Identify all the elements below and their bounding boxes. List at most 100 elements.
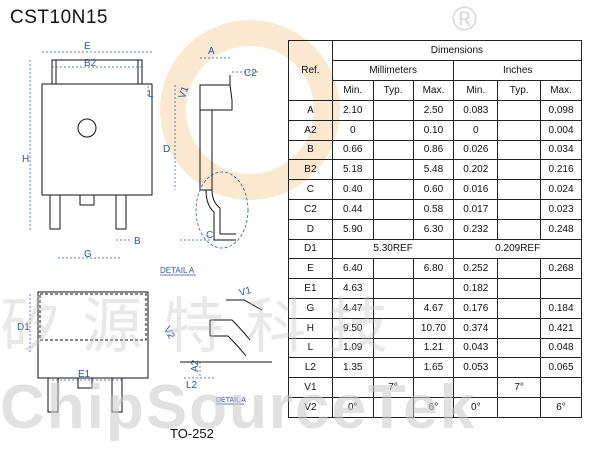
table-cell-ref: B2 — [288, 159, 333, 181]
part-number-title: CST10N15 — [10, 7, 108, 28]
table-cell: 0.232 — [453, 218, 499, 240]
label-E1: E1 — [78, 369, 91, 380]
table-cell — [497, 258, 542, 280]
header-millimeters: Millimeters — [331, 60, 455, 81]
label-D: D — [163, 144, 170, 155]
table-cell: 0° — [453, 396, 499, 418]
table-cell: 0.034 — [540, 139, 582, 161]
table-cell: 4.67 — [412, 297, 455, 319]
header-in-min: Min. — [453, 80, 499, 101]
header-in-typ: Typ. — [497, 80, 542, 101]
header-ref: Ref. — [288, 40, 333, 101]
header-mm-max: Max. — [412, 80, 455, 101]
table-cell-ref: D — [288, 218, 333, 240]
table-cell — [497, 179, 542, 200]
table-cell: 0.004 — [540, 119, 582, 141]
table-cell-ref: D1 — [288, 238, 333, 260]
table-cell: 5.48 — [412, 159, 455, 181]
label-B: B — [134, 236, 141, 247]
table-cell: 0.083 — [453, 100, 499, 121]
label-V2: V2 — [161, 325, 177, 341]
dimensions-table: Ref. Dimensions Millimeters Inches Min. … — [288, 40, 583, 418]
table-cell: 0.44 — [331, 198, 374, 220]
table-cell: 0.252 — [453, 258, 499, 280]
table-cell — [372, 198, 414, 220]
table-cell: 6.40 — [331, 258, 374, 280]
table-cell: 0.023 — [540, 198, 582, 220]
label-A: A — [208, 46, 215, 57]
table-cell-ref: C2 — [288, 198, 333, 220]
table-cell-ref: E — [288, 258, 333, 280]
registered-mark: ® — [452, 0, 478, 38]
table-cell: 0.216 — [540, 159, 582, 181]
table-cell — [372, 139, 414, 161]
table-cell — [372, 119, 414, 141]
detail-a-circle — [195, 171, 249, 249]
table-cell: 0.176 — [453, 297, 499, 319]
table-cell: 6.30 — [412, 218, 455, 240]
package-name-label: TO-252 — [170, 426, 214, 441]
label-L: L — [148, 89, 154, 100]
table-cell-ref: C — [288, 179, 333, 200]
table-cell: 0.098 — [540, 100, 582, 121]
label-detail-a-bottom: DETAIL A — [216, 397, 246, 404]
table-cell: 2.50 — [412, 100, 455, 121]
header-in-max: Max. — [540, 80, 582, 101]
table-cell: 0.10 — [412, 119, 455, 141]
label-G: G — [84, 249, 92, 260]
label-A2: A2 — [190, 359, 201, 372]
table-cell: 6° — [540, 396, 582, 418]
label-C2: C2 — [244, 68, 257, 79]
label-H: H — [22, 154, 29, 165]
table-cell: 0.053 — [453, 357, 499, 379]
label-V1-detail: V1 — [238, 285, 253, 299]
header-dimensions: Dimensions — [331, 40, 583, 61]
table-cell — [497, 198, 542, 220]
table-cell — [372, 218, 414, 240]
table-cell: 2.10 — [331, 100, 374, 121]
table-cell: 0.40 — [331, 179, 374, 200]
table-cell: 0° — [331, 396, 374, 418]
header-mm-typ: Typ. — [372, 80, 414, 101]
table-cell: 0.60 — [412, 179, 455, 200]
table-cell: 0.86 — [412, 139, 455, 161]
label-V1-top: V1 — [177, 84, 192, 100]
table-cell: 0.248 — [540, 218, 582, 240]
table-cell: 0.024 — [540, 179, 582, 200]
table-cell — [372, 258, 414, 280]
table-cell: 0.268 — [540, 258, 582, 280]
label-B2: B2 — [84, 58, 97, 69]
table-cell — [372, 100, 414, 121]
watermark-brand: ChipSourceTek — [0, 373, 477, 442]
table-cell — [372, 159, 414, 181]
table-cell: 6° — [412, 396, 455, 418]
table-cell-inch-ref: 0.209REF — [453, 238, 582, 260]
table-cell-ref: B — [288, 139, 333, 161]
table-cell-ref: A — [288, 100, 333, 121]
table-cell — [497, 119, 542, 141]
table-cell: 5.18 — [331, 159, 374, 181]
table-cell: 0.202 — [453, 159, 499, 181]
table-cell — [497, 139, 542, 161]
table-cell — [497, 100, 542, 121]
header-inches: Inches — [453, 60, 582, 81]
table-cell: 0.66 — [331, 139, 374, 161]
label-D1: D1 — [17, 322, 30, 333]
table-cell: 0 — [453, 119, 499, 141]
table-cell-ref: A2 — [288, 119, 333, 141]
label-E: E — [84, 41, 91, 52]
table-cell: 0.016 — [453, 179, 499, 200]
